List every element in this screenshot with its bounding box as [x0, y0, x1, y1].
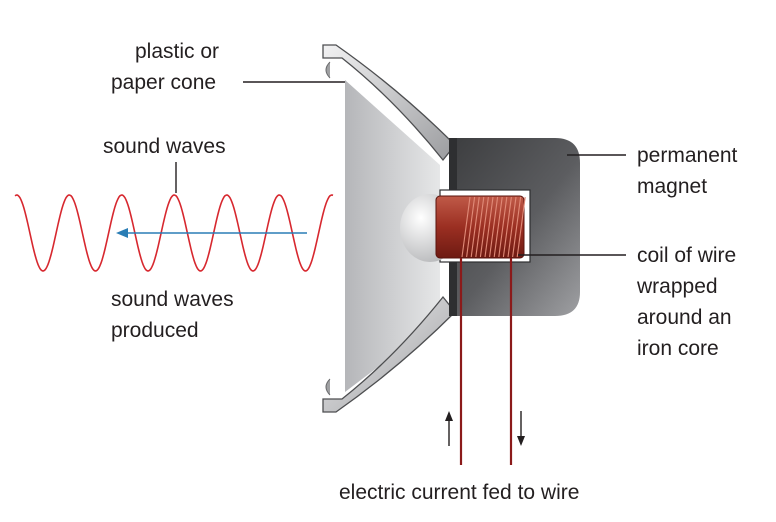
coil-label-3: around an	[637, 306, 732, 329]
cone-label-1: plastic or	[135, 40, 219, 63]
coil-turn	[470, 196, 480, 258]
suspension-top	[325, 61, 331, 79]
coil-label-1: coil of wire	[637, 244, 736, 267]
sound-waves-label: sound waves	[103, 135, 226, 158]
magnet-label-2: magnet	[637, 175, 707, 198]
cone-rim-top	[322, 44, 456, 162]
coil-turn	[498, 196, 508, 258]
coil-turn	[475, 196, 485, 258]
up-arrow-icon	[445, 411, 453, 446]
produced-label-1: sound waves	[111, 288, 234, 311]
sound-wave	[14, 194, 334, 272]
down-arrow-icon	[517, 411, 525, 446]
speaker-cone	[345, 80, 440, 392]
coil-turns	[461, 196, 526, 258]
coil-label-4: iron core	[637, 337, 719, 360]
coil-turn	[512, 196, 522, 258]
coil-turn	[516, 196, 526, 258]
cone-rim-bottom	[322, 295, 456, 413]
magnet-label-1: permanent	[637, 144, 738, 167]
permanent-magnet	[440, 138, 580, 316]
cone-label-2: paper cone	[111, 71, 216, 94]
coil-turn	[507, 196, 517, 258]
coil-turn	[461, 196, 471, 258]
current-label: electric current fed to wire	[339, 481, 579, 504]
coil-turn	[502, 196, 512, 258]
coil-turn	[484, 196, 494, 258]
suspension-bottom	[325, 378, 331, 396]
coil-turn	[493, 196, 503, 258]
coil-turn	[466, 196, 476, 258]
coil-turn	[479, 196, 489, 258]
produced-label-2: produced	[111, 319, 199, 342]
sound-direction-arrow	[116, 228, 307, 238]
coil-turn	[489, 196, 499, 258]
coil-label-2: wrapped	[636, 275, 718, 298]
